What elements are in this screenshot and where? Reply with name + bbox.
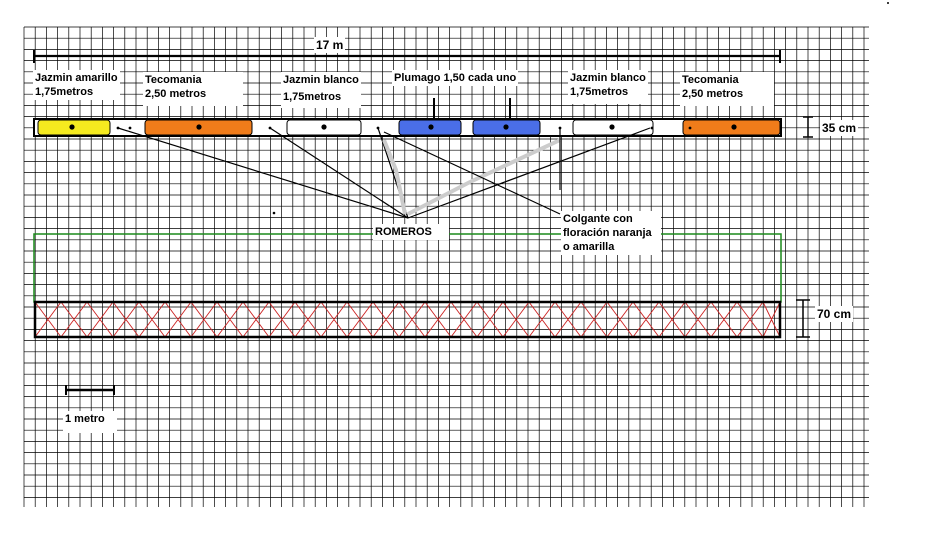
romeros-pointer-gray <box>382 139 407 215</box>
top-height-label: 35 cm <box>820 120 859 136</box>
green-zone-outline <box>33 233 782 303</box>
bottom-height-label: 70 cm <box>815 306 854 322</box>
colgante-pointer <box>383 131 561 215</box>
romeros-pointer <box>117 127 409 219</box>
plant-dot <box>503 124 509 130</box>
scale-label: 1 metro <box>63 411 117 433</box>
romeros-label: ROMEROS <box>373 224 449 240</box>
plant-dot <box>609 124 615 130</box>
plant-dot <box>321 124 327 130</box>
plant-dot <box>196 124 202 130</box>
romeros-pointer-gray <box>407 138 561 216</box>
romero-dot <box>650 126 654 130</box>
stray-mark <box>272 211 276 215</box>
plant-label-plumago: Plumago 1,50 cada uno <box>392 70 519 86</box>
plant-dot <box>428 124 434 130</box>
romeros-pointer <box>407 127 651 219</box>
plant-dot <box>731 124 737 130</box>
planter-diagram <box>33 2 889 395</box>
romero-dot <box>128 126 132 130</box>
romeros-pointer <box>269 127 409 219</box>
romero-dot <box>688 126 692 130</box>
grid-paper <box>23 26 869 507</box>
total-length-label: 17 m <box>314 37 346 53</box>
plant-dot <box>69 124 75 130</box>
bottom-planter <box>33 300 782 339</box>
stray-mark <box>887 2 889 4</box>
